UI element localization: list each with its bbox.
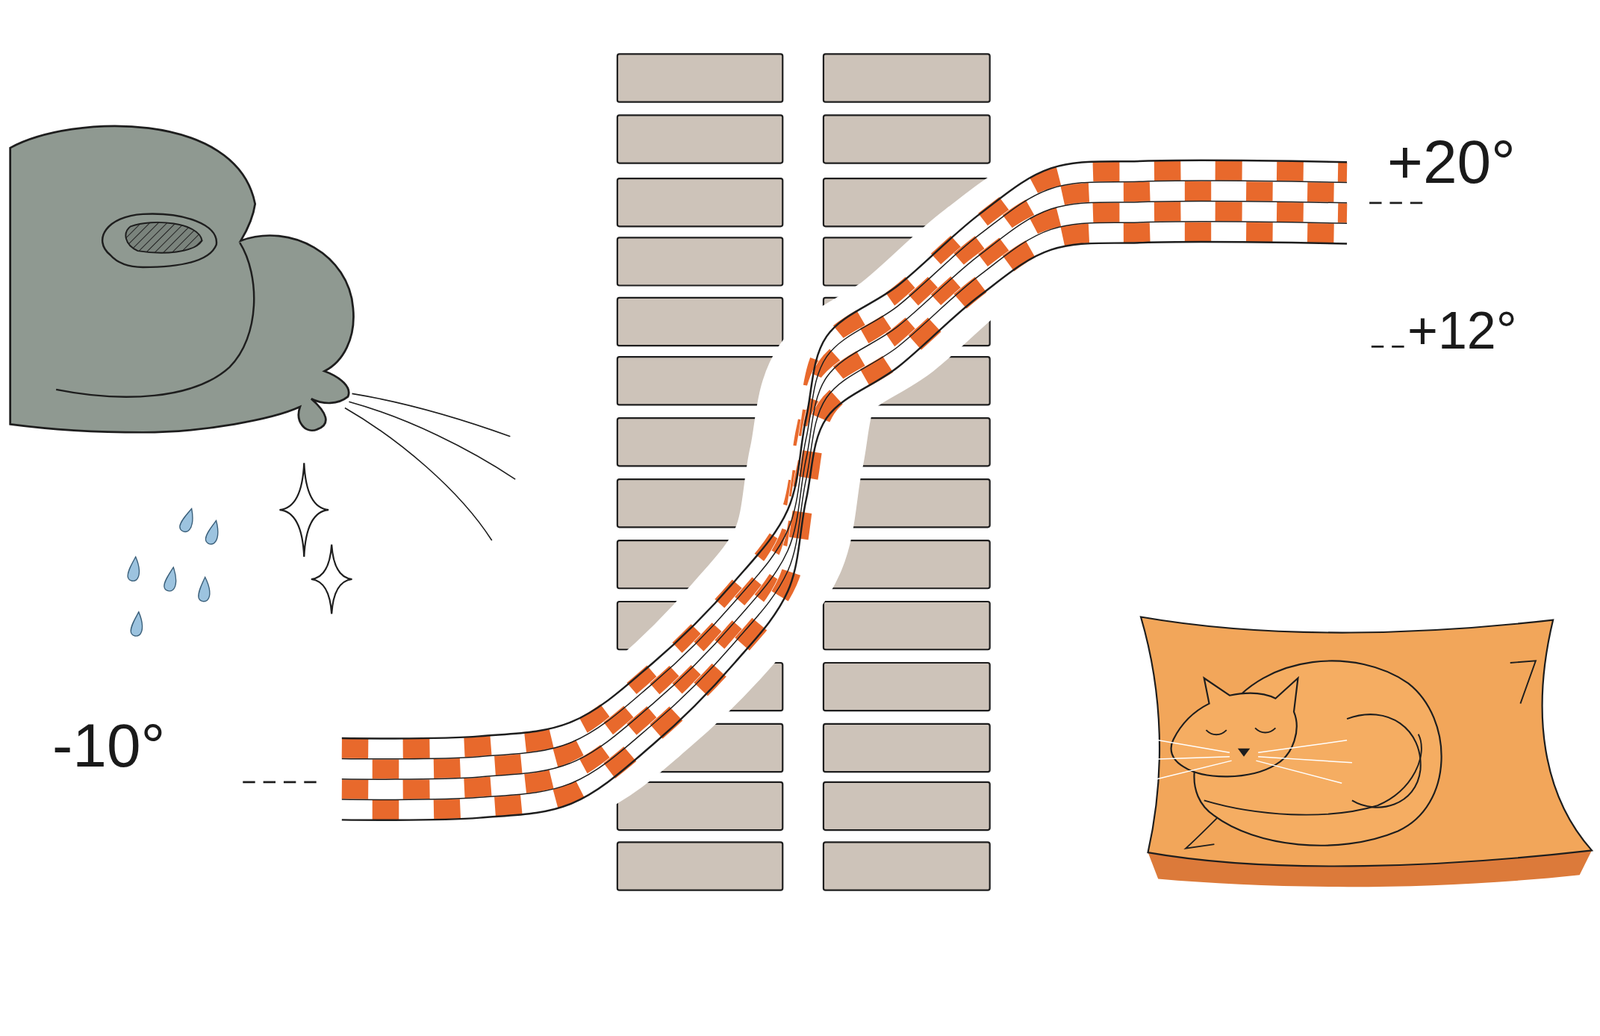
insulation-band (341, 160, 1347, 821)
brick (823, 724, 991, 773)
wind-lines (344, 393, 516, 541)
rain-drop (126, 556, 142, 582)
wind-line (352, 393, 511, 437)
brick (617, 297, 783, 346)
cat-head (1171, 677, 1299, 777)
cat-whisker (1255, 760, 1342, 784)
cushion (1140, 617, 1592, 867)
label-anchor: -10° (52, 715, 166, 777)
temperature-label: +12° (1407, 304, 1518, 357)
temperature-label: +20° (1387, 131, 1516, 193)
sparkle (279, 462, 329, 557)
brick (617, 842, 783, 890)
leader-lines (242, 203, 1431, 783)
brick (617, 237, 783, 286)
brick (823, 842, 991, 890)
cat-whisker (1134, 736, 1230, 753)
cloud-shape (10, 126, 354, 433)
brick (823, 114, 991, 163)
brick (617, 782, 783, 831)
cat-on-cushion (1134, 617, 1592, 888)
cushion-fold (1510, 660, 1536, 704)
cat-eye (1255, 727, 1276, 733)
rain-drop (204, 519, 222, 546)
rain-drop (197, 577, 211, 602)
label-anchor: +20° (1387, 131, 1516, 193)
cat-haunch (1346, 714, 1421, 808)
label-anchor: +12° (1407, 304, 1518, 357)
leader-dash (1369, 201, 1431, 204)
brick (617, 114, 783, 163)
brick (823, 53, 991, 102)
brick (823, 662, 991, 711)
cushion-fold (1185, 816, 1220, 849)
cat-whisker (1258, 757, 1353, 764)
cloud (10, 126, 354, 433)
leader-dash (1371, 345, 1405, 348)
brick (617, 356, 783, 405)
brick (617, 178, 783, 227)
cat-nose (1237, 748, 1250, 758)
cat-whisker (1140, 757, 1230, 761)
cloud-mouth-rim (102, 214, 217, 268)
wind-line (344, 407, 493, 541)
band-line (341, 241, 1347, 821)
wind-line (348, 401, 516, 480)
rain-drops (126, 506, 222, 637)
temperature-label: -10° (52, 715, 166, 777)
brick (617, 53, 783, 102)
rain-drop (163, 566, 180, 593)
rain-drop (129, 611, 145, 637)
brick (823, 601, 991, 650)
brick (823, 782, 991, 831)
sparkle (311, 545, 353, 615)
leader-dash (242, 780, 325, 784)
sparkles (279, 462, 352, 614)
band-line (341, 221, 1347, 801)
cat-whisker (1152, 760, 1232, 781)
cat-eye (1205, 730, 1226, 735)
cloud-mouth (125, 222, 202, 254)
cat-whisker (1258, 740, 1347, 753)
rain-drop (178, 506, 198, 534)
